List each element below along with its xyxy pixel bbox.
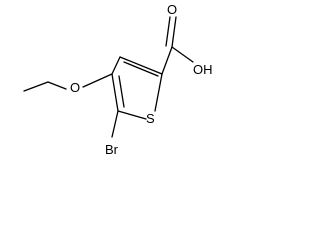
bond-c2-s bbox=[154, 73, 163, 112]
sulfur-label: S bbox=[146, 111, 155, 126]
hydroxyl-label: OH bbox=[193, 62, 213, 77]
bond-carbonyl-2 bbox=[165, 16, 171, 47]
bond-c-oh bbox=[171, 46, 194, 63]
bond-c3-c2-double bbox=[123, 61, 159, 77]
chemical-structure: O OH O S Br bbox=[23, 2, 213, 157]
bond-c2-cooh bbox=[161, 46, 173, 75]
bond-o-ch3-a bbox=[47, 81, 67, 90]
bond-c4-o bbox=[82, 73, 113, 88]
bond-c5-br bbox=[111, 110, 119, 138]
methoxy-oxygen-label: O bbox=[70, 80, 80, 95]
bond-c5-c4-double bbox=[118, 75, 125, 108]
bond-c3-c2 bbox=[119, 56, 163, 75]
bond-c5-c4 bbox=[111, 73, 119, 112]
carbonyl-oxygen-label: O bbox=[167, 2, 177, 17]
bond-c4-c3 bbox=[111, 56, 121, 75]
bromine-label: Br bbox=[105, 142, 119, 157]
bond-s-c5 bbox=[117, 110, 147, 120]
bond-carbonyl-1 bbox=[171, 16, 177, 48]
bond-o-ch3-b bbox=[23, 81, 49, 92]
